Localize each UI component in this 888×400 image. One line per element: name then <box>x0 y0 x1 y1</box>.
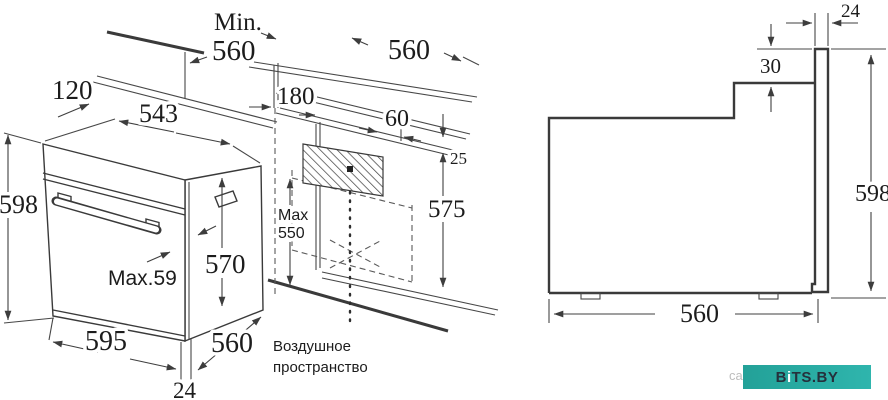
max-niche-height-label: 550 <box>278 225 305 242</box>
min-label: Min. <box>214 9 262 36</box>
vent-offset-label: 180 <box>277 83 315 110</box>
max-word-label: Max <box>278 207 308 224</box>
panel-width-label: 24 <box>841 1 861 22</box>
max-protrusion-label: Max.59 <box>108 267 177 290</box>
oven-height-label: 598 <box>0 190 38 219</box>
vent-center-dot <box>347 166 353 172</box>
air-space-label-line1: Воздушное <box>273 338 351 355</box>
frame-gap-label: 24 <box>173 378 197 400</box>
vent-opening <box>302 143 384 324</box>
top-depth-label: 560 <box>388 35 430 66</box>
oven-profile-outline <box>547 47 830 300</box>
hidden-cabinet-lines <box>274 108 413 298</box>
step-height-label: 30 <box>760 54 781 78</box>
watermark-letter-b: B <box>775 368 787 386</box>
air-space-label-line2: пространство <box>273 359 368 376</box>
min-counter-depth-label: 560 <box>212 35 256 67</box>
front-width-label: 595 <box>85 326 127 357</box>
watermark-rest: TS.BY <box>791 368 839 386</box>
oven-handle <box>51 192 162 235</box>
oven-side-vent-slot <box>214 190 238 208</box>
watermark-letter-i: i <box>786 368 792 386</box>
rail-height-label: 25 <box>450 149 467 168</box>
door-height-label: 570 <box>205 249 246 279</box>
oven-foot-right <box>758 292 779 300</box>
vent-width-label: 60 <box>385 106 409 132</box>
oven-foot-left <box>580 292 601 300</box>
front-overhang-label: 120 <box>52 75 93 105</box>
watermark-partial-text: ca <box>729 368 743 383</box>
right-dimension-labels: 24 30 598 560 <box>677 1 888 332</box>
top-width-label: 543 <box>139 99 178 128</box>
left-dimension-labels: Min. 560 560 120 543 180 60 25 598 Max 5… <box>0 9 471 400</box>
left-dimension-lines <box>3 32 462 380</box>
oven-front-face <box>42 143 186 342</box>
oven-3d <box>42 143 264 343</box>
niche-height-label: 575 <box>428 196 466 223</box>
profile-depth-label: 560 <box>680 299 719 328</box>
profile-height-label: 598 <box>855 181 888 207</box>
right-dimension-lines <box>548 13 886 323</box>
body-depth-label: 560 <box>211 328 253 359</box>
